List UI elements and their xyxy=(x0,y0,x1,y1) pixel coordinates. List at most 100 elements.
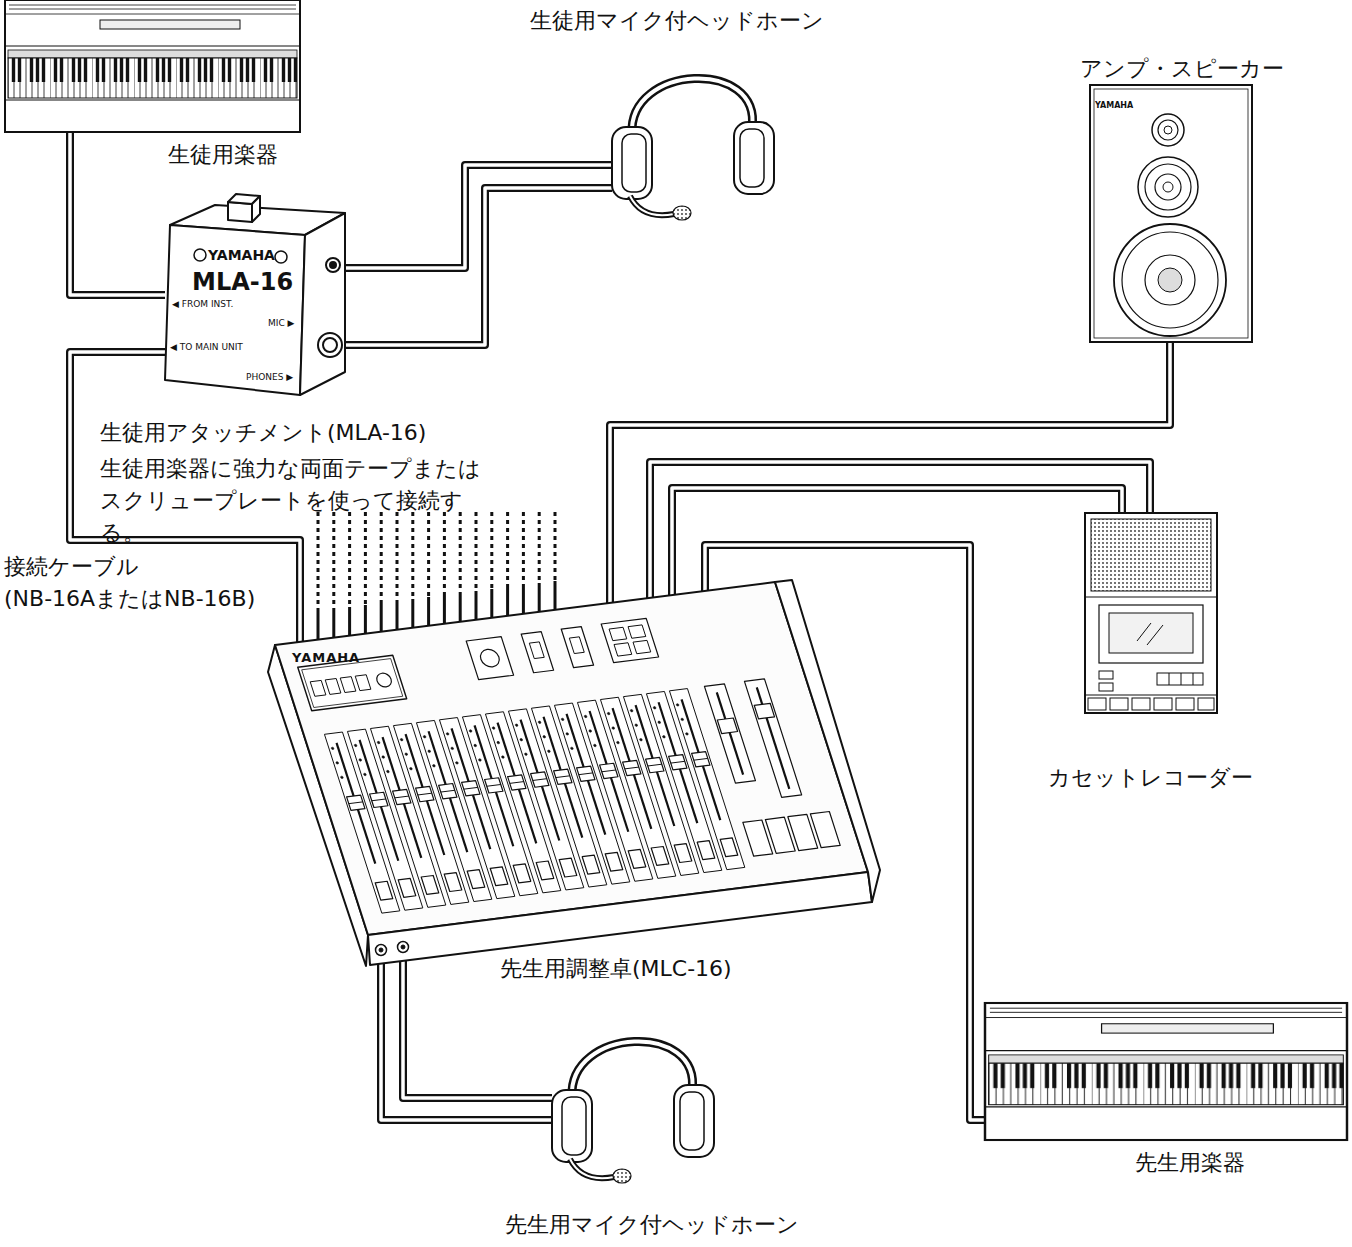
cable xyxy=(345,188,612,345)
cassette-recorder xyxy=(1085,513,1217,713)
speaker-cabinet xyxy=(1090,85,1252,342)
device-caption: 生徒用マイク付ヘッドホーン xyxy=(530,8,824,34)
student-headset: 生徒用マイク付ヘッドホーン xyxy=(612,72,777,220)
teacher-piano xyxy=(985,1003,1347,1140)
mixing-console xyxy=(398,942,409,953)
mixing-console xyxy=(376,945,387,956)
student-attachment: YAMAHAMLA-16◀ FROM INST.MIC ▶◀ TO MAIN U… xyxy=(165,188,345,398)
cable-core xyxy=(650,462,1150,599)
cable-outline xyxy=(345,188,612,345)
mixing-console xyxy=(375,672,393,687)
mixing-console xyxy=(379,948,383,952)
cable xyxy=(650,462,1150,599)
mixing-console xyxy=(717,718,737,734)
cassette-recorder xyxy=(1085,596,1217,597)
cable xyxy=(70,132,165,295)
amp-speaker: YAMAHAアンプ・スピーカー xyxy=(1090,85,1252,342)
cassette-recorder xyxy=(1088,698,1106,710)
attachment-box xyxy=(323,338,337,352)
mixing-console xyxy=(466,637,513,680)
mixing-console xyxy=(340,677,356,693)
mixing-console xyxy=(757,687,790,788)
cassette-recorder xyxy=(1085,694,1217,695)
brand-logo: YAMAHA xyxy=(1095,101,1133,111)
mixing-console xyxy=(569,637,584,654)
cassette-recorder xyxy=(1176,698,1194,710)
mixing-console xyxy=(368,872,872,965)
speaker-cabinet xyxy=(1145,255,1195,305)
port-label: PHONES ▶ xyxy=(246,372,293,383)
speaker-cabinet xyxy=(1114,224,1226,336)
device-caption: 生徒用楽器 xyxy=(168,142,278,168)
port-label: ◀ FROM INST. xyxy=(172,299,233,310)
mixing-console xyxy=(275,582,868,935)
channel-cables xyxy=(318,512,555,611)
attachment-box xyxy=(252,196,260,222)
cassette-recorder xyxy=(1099,683,1113,691)
cable-core xyxy=(345,188,612,345)
speaker-cabinet xyxy=(1163,182,1173,192)
mixing-console xyxy=(302,659,403,708)
attachment-box xyxy=(326,258,340,272)
device-caption: カセットレコーダー xyxy=(1048,765,1253,791)
cassette-recorder xyxy=(1110,698,1128,710)
teacher-headphones xyxy=(552,1041,714,1183)
cassette-recorder xyxy=(1154,698,1172,710)
mixing-console xyxy=(609,627,627,640)
mixing-console xyxy=(355,675,371,691)
cable-core xyxy=(70,132,165,295)
attachment-box xyxy=(318,333,342,357)
mixing-console xyxy=(704,684,755,783)
mixing-console xyxy=(529,642,544,659)
device-caption: アンプ・スピーカー xyxy=(1080,56,1284,82)
mixing-console xyxy=(810,811,840,847)
teacher-piano xyxy=(985,1003,1347,1140)
cable-outline xyxy=(70,132,165,295)
mixing-console xyxy=(561,627,593,668)
cable xyxy=(345,165,612,268)
speaker-cabinet xyxy=(1094,89,1248,338)
mixing-console xyxy=(744,679,801,798)
mixing-console xyxy=(628,625,646,638)
device-caption: 先生用楽器 xyxy=(1135,1150,1245,1176)
speaker-cabinet xyxy=(1152,114,1184,146)
cassette-recorder xyxy=(1157,673,1203,685)
cassette-recorder xyxy=(1137,623,1163,645)
cable-core xyxy=(345,165,612,268)
cable-outline xyxy=(345,165,612,268)
speaker-cabinet xyxy=(1158,268,1182,292)
speaker-cabinet xyxy=(1090,85,1252,342)
attachment-box xyxy=(275,251,287,263)
mixing-console xyxy=(325,679,341,695)
speaker-cabinet xyxy=(1158,120,1178,140)
speaker-cabinet xyxy=(1122,232,1218,328)
port-label: ◀ TO MAIN UNIT xyxy=(170,342,243,353)
attachment-box xyxy=(330,262,336,268)
cassette-recorder xyxy=(1091,519,1211,591)
attachment-box xyxy=(228,202,252,222)
student-headphones xyxy=(612,78,774,220)
mixing-console xyxy=(521,632,553,673)
speaker-cabinet xyxy=(1164,126,1172,134)
device-caption: 先生用調整卓(MLC-16) xyxy=(500,956,732,982)
teacher-headset: 先生用マイク付ヘッドホーン xyxy=(552,1035,717,1183)
student-piano xyxy=(5,0,300,132)
attachment-box xyxy=(165,225,305,395)
attachment-box xyxy=(300,213,345,395)
cassette-recorder xyxy=(1099,605,1203,663)
mixing-console xyxy=(601,618,658,662)
mixing-console xyxy=(478,648,502,668)
brand-logo: YAMAHA xyxy=(208,247,275,264)
cassette-recorder xyxy=(1169,673,1193,685)
attachment-box xyxy=(194,249,206,261)
model-name: MLA-16 xyxy=(192,268,293,297)
cassette-recorder xyxy=(1132,698,1150,710)
student-headphones xyxy=(612,78,774,220)
device-caption: 先生用マイク付ヘッドホーン xyxy=(505,1212,799,1238)
mixing-console xyxy=(614,643,632,656)
attachment-box xyxy=(165,194,345,395)
speaker-cabinet xyxy=(1138,157,1198,217)
device-caption: 生徒用アタッチメント(MLA-16) xyxy=(100,420,426,446)
